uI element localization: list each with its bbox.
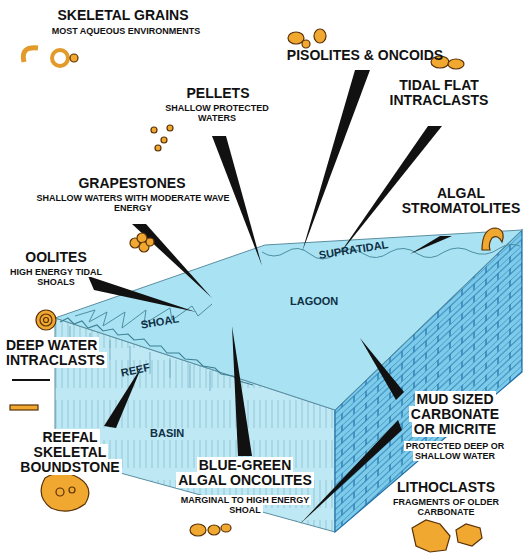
label-note: MARGINAL TO HIGH ENERGY SHOAL bbox=[176, 496, 314, 515]
grain-label: TIDAL FLAT INTRACLASTS bbox=[383, 78, 495, 108]
label-note: MOST AQUEOUS ENVIRONMENTS bbox=[36, 27, 216, 37]
grain-icons bbox=[10, 29, 503, 552]
label-patch: PROTECTED DEEP OR SHALLOW WATER bbox=[404, 441, 506, 461]
label-note: HIGH ENERGY TIDAL SHOALS bbox=[4, 268, 108, 287]
grain-label: GRAPESTONES bbox=[70, 176, 194, 191]
zone-label: BASIN bbox=[150, 428, 184, 440]
label-patch: HIGH ENERGY TIDAL SHOALS bbox=[8, 267, 104, 287]
zone-label: LAGOON bbox=[290, 296, 338, 308]
grain-label: SKELETAL GRAINS bbox=[48, 8, 198, 23]
label-note: FRAGMENTS OF OLDER CARBONATE bbox=[376, 498, 516, 517]
label-note: PROTECTED DEEP OR SHALLOW WATER bbox=[392, 442, 518, 461]
label-patch: REEFAL SKELETAL BOUNDSTONE bbox=[18, 429, 121, 475]
shoreline bbox=[262, 244, 520, 259]
label-patch: BLUE-GREEN ALGAL ONCOLITES bbox=[176, 457, 314, 488]
label-note: SHALLOW PROTECTED WATERS bbox=[160, 104, 274, 123]
grain-label: ALGAL STROMATOLITES bbox=[400, 186, 522, 216]
label-note: SHALLOW WATERS WITH MODERATE WAVE ENERGY bbox=[36, 194, 230, 213]
grain-label: REEFAL SKELETAL BOUNDSTONE bbox=[12, 430, 128, 475]
pointer-wedges bbox=[88, 70, 452, 524]
grain-label: BLUE-GREEN ALGAL ONCOLITES bbox=[172, 458, 318, 488]
grain-label: LITHOCLASTS bbox=[378, 480, 514, 495]
leader-line bbox=[12, 379, 50, 381]
label-patch: MARGINAL TO HIGH ENERGY SHOAL bbox=[179, 495, 312, 515]
grain-label: PISOLITES & ONCOIDS bbox=[262, 48, 468, 63]
grain-label: MUD SIZED CARBONATE OR MICRITE bbox=[398, 392, 512, 437]
label-patch: MUD SIZED CARBONATE OR MICRITE bbox=[409, 391, 501, 437]
grain-label: OOLITES bbox=[8, 250, 104, 265]
label-patch: OOLITES bbox=[23, 249, 88, 265]
label-patch: DEEP WATER INTRACLASTS bbox=[4, 337, 107, 368]
grain-label: DEEP WATER INTRACLASTS bbox=[4, 338, 108, 368]
grain-label: PELLETS bbox=[170, 86, 266, 101]
top-face bbox=[55, 230, 522, 410]
